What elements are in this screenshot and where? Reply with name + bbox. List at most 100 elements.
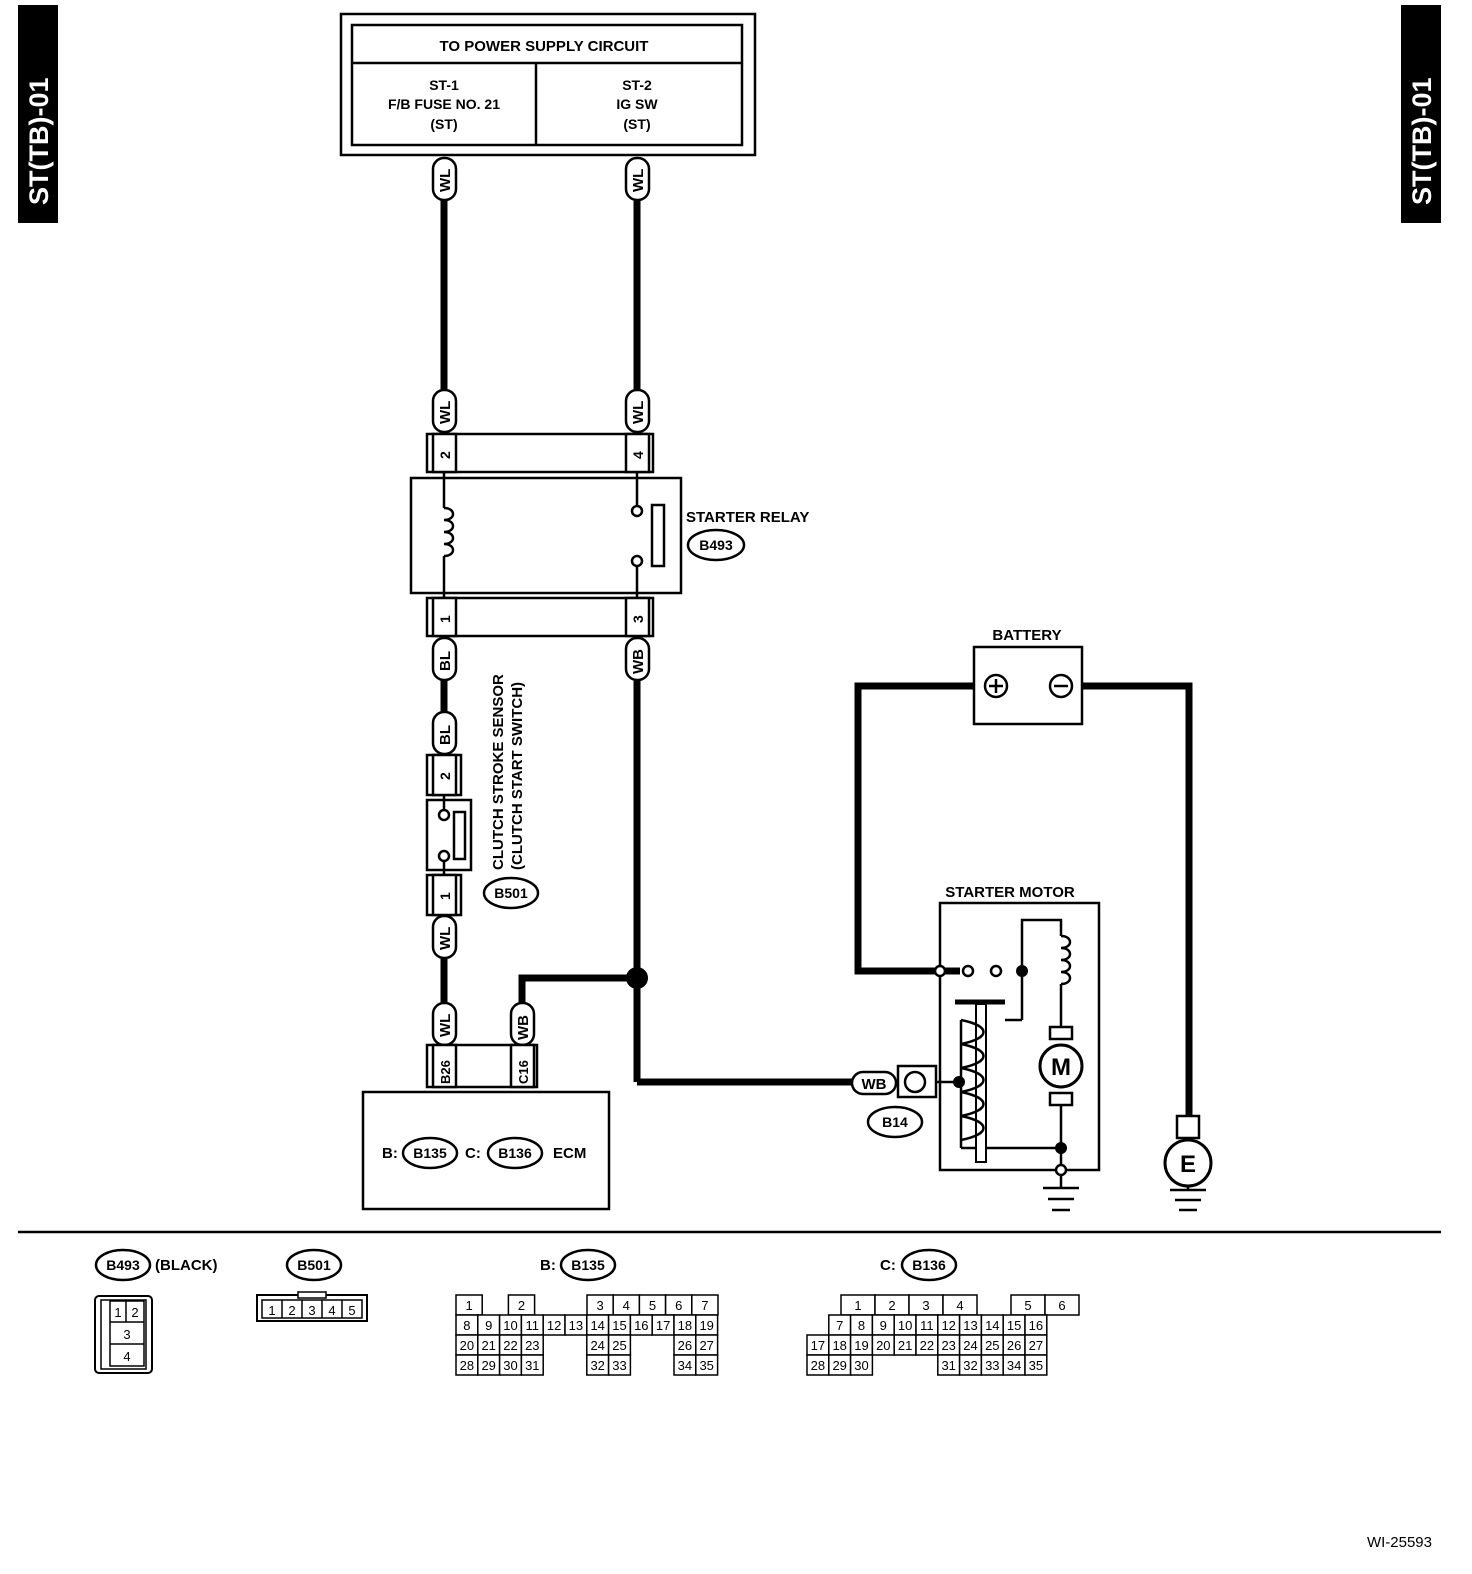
- pin-number: 14: [590, 1318, 604, 1333]
- svg-text:WL: WL: [630, 401, 647, 424]
- clutch-stroke-sensor: 2 1 CLUTCH STROKE SENSOR (CLUTCH START S…: [425, 674, 540, 917]
- pin-number: 15: [612, 1318, 626, 1333]
- starter-motor-label: STARTER MOTOR: [945, 884, 1075, 901]
- pin-number: 15: [1007, 1318, 1021, 1333]
- pin-number: 6: [1058, 1298, 1065, 1313]
- svg-text:1: 1: [437, 615, 453, 623]
- pin-number: 12: [941, 1318, 955, 1333]
- svg-text:3: 3: [630, 615, 646, 623]
- svg-text:(ST): (ST): [430, 116, 457, 132]
- pin-number: 34: [678, 1358, 692, 1373]
- connector-tag: B136: [498, 1145, 532, 1161]
- svg-text:4: 4: [123, 1349, 130, 1364]
- svg-text:WB: WB: [515, 1015, 532, 1040]
- pin-number: 16: [1029, 1318, 1043, 1333]
- pin-number: 1: [854, 1298, 861, 1313]
- svg-text:C:: C:: [465, 1145, 481, 1162]
- svg-text:5: 5: [348, 1303, 355, 1318]
- pin-number: 24: [590, 1338, 604, 1353]
- pin-number: 7: [701, 1298, 708, 1313]
- pin-number: 22: [920, 1338, 934, 1353]
- chassis-ground: E: [1163, 1114, 1213, 1212]
- starter-motor: STARTER MOTOR M B14: [866, 884, 1101, 1212]
- pin-number: 23: [525, 1338, 539, 1353]
- svg-text:2: 2: [437, 772, 453, 780]
- pin-number: 5: [649, 1298, 656, 1313]
- pin-number: 25: [985, 1338, 999, 1353]
- wire-label-wb-starter: WB: [850, 1070, 898, 1096]
- motor-icon: [1038, 1043, 1084, 1089]
- pin-number: 26: [678, 1338, 692, 1353]
- field-coil-icon: [1060, 934, 1072, 986]
- pin-number: 35: [1029, 1358, 1043, 1373]
- pin-number: 34: [1007, 1358, 1021, 1373]
- switch-icon: [452, 810, 467, 861]
- pin-number: 17: [656, 1318, 670, 1333]
- svg-text:(BLACK): (BLACK): [155, 1257, 217, 1274]
- svg-text:4: 4: [328, 1303, 335, 1318]
- svg-text:WB: WB: [862, 1076, 887, 1093]
- legend-b493: B493 (BLACK) 1 2 3 4: [94, 1248, 217, 1374]
- power-supply-box: TO POWER SUPPLY CIRCUIT ST-1 F/B FUSE NO…: [339, 12, 757, 157]
- pin-number: 35: [699, 1358, 713, 1373]
- svg-text:B:: B:: [382, 1145, 398, 1162]
- pin-number: 17: [811, 1338, 825, 1353]
- svg-text:IG SW: IG SW: [616, 96, 658, 112]
- pin-number: 32: [590, 1358, 604, 1373]
- svg-text:2: 2: [131, 1305, 138, 1320]
- svg-text:1: 1: [114, 1305, 121, 1320]
- wire-label-bl-relay: BL: [431, 636, 458, 682]
- pin-number: 20: [460, 1338, 474, 1353]
- svg-text:2: 2: [437, 451, 453, 459]
- pin-number: 18: [832, 1338, 846, 1353]
- relay-coil-icon: [436, 506, 455, 558]
- svg-text:M: M: [1051, 1054, 1071, 1081]
- pin-cell: [607, 1354, 632, 1376]
- pin-number: 19: [699, 1318, 713, 1333]
- pin-number: 3: [596, 1298, 603, 1313]
- pin-number: 28: [460, 1358, 474, 1373]
- pin-number: 22: [503, 1338, 517, 1353]
- pin-number: 13: [569, 1318, 583, 1333]
- pin-number: 2: [888, 1298, 895, 1313]
- svg-text:C16: C16: [516, 1060, 531, 1084]
- splice-point: [626, 967, 648, 989]
- connector-tag: B136: [912, 1257, 946, 1273]
- connector-tag: B135: [571, 1257, 605, 1273]
- pin-number: 10: [898, 1318, 912, 1333]
- wire-label-wl-ecm: WL: [431, 1001, 458, 1047]
- pin-number: 21: [898, 1338, 912, 1353]
- svg-text:E: E: [1180, 1151, 1196, 1178]
- wire-label-wl-sensor: WL: [431, 914, 458, 960]
- svg-text:1: 1: [268, 1303, 275, 1318]
- pin-number: 11: [526, 1318, 540, 1333]
- ecm: B26 C16 B: B135 C: B136 ECM: [361, 1043, 611, 1211]
- pin-number: 7: [836, 1318, 843, 1333]
- svg-text:ST(TB)-01: ST(TB)-01: [1407, 78, 1437, 206]
- ecm-label: ECM: [553, 1145, 586, 1162]
- pin-number: 30: [854, 1358, 868, 1373]
- pin-number: 2: [518, 1298, 525, 1313]
- pin-number: 4: [623, 1298, 630, 1313]
- pin-number: 30: [503, 1358, 517, 1373]
- svg-text:ST(TB)-01: ST(TB)-01: [24, 78, 54, 206]
- pin-number: 4: [956, 1298, 963, 1313]
- svg-text:WL: WL: [437, 401, 454, 424]
- pin-number: 31: [525, 1358, 539, 1373]
- connector-tag: B14: [882, 1114, 908, 1130]
- pin-number: 3: [922, 1298, 929, 1313]
- wires: [440, 200, 1193, 1118]
- pin-number: 12: [547, 1318, 561, 1333]
- svg-text:(CLUTCH START SWITCH): (CLUTCH START SWITCH): [509, 682, 526, 870]
- page-id-left: ST(TB)-01: [18, 5, 58, 223]
- pin-number: 19: [854, 1338, 868, 1353]
- svg-text:3: 3: [308, 1303, 315, 1318]
- ground-icon: [1043, 1186, 1079, 1212]
- pin-cell: [695, 1354, 719, 1376]
- pin-number: 20: [876, 1338, 890, 1353]
- svg-text:BL: BL: [437, 725, 454, 745]
- svg-text:WB: WB: [630, 649, 647, 674]
